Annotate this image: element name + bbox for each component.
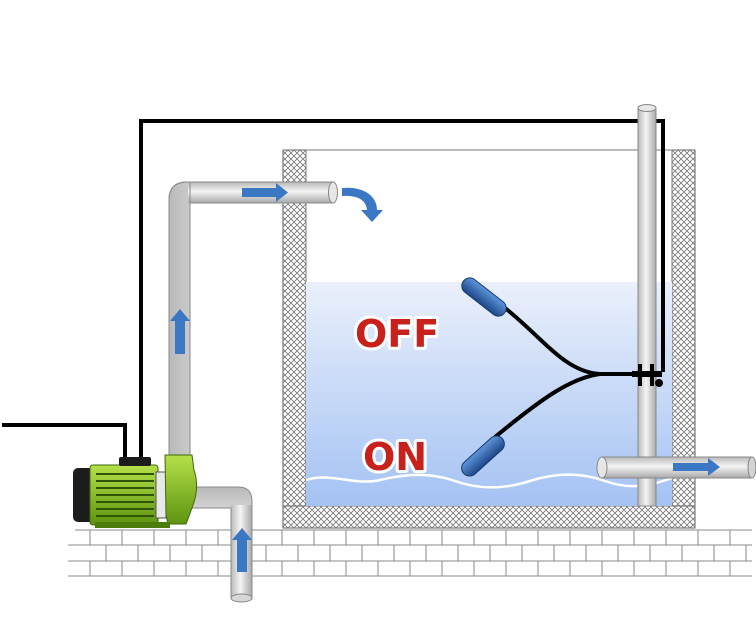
power-cable	[2, 423, 127, 458]
float-mount-pipe	[637, 104, 657, 507]
tank-floor	[282, 505, 696, 529]
pump-coupling	[155, 471, 167, 519]
low-water-line	[305, 473, 673, 489]
upper-float-switch	[461, 277, 507, 317]
on-label: ON	[363, 435, 427, 479]
pump-volute	[164, 454, 198, 525]
flow-arrows	[170, 183, 720, 572]
lower-float-cable	[493, 372, 601, 439]
arrow-right-icon	[673, 458, 720, 476]
pump-feet	[95, 522, 170, 528]
off-label: OFF	[355, 312, 439, 356]
control-cable	[139, 119, 665, 458]
arrow-up-icon	[170, 309, 190, 354]
curved-arrow-down-icon	[342, 187, 383, 222]
lower-float-switch	[461, 435, 505, 477]
brick-ground	[68, 529, 752, 577]
arrow-right-icon	[242, 183, 288, 202]
cable-clamp	[632, 364, 663, 387]
arrow-up-icon	[232, 528, 252, 572]
float-switch-assembly	[461, 277, 663, 477]
pump	[73, 454, 198, 528]
tank-wall-left	[282, 149, 307, 529]
motor-terminal-box	[119, 457, 151, 466]
